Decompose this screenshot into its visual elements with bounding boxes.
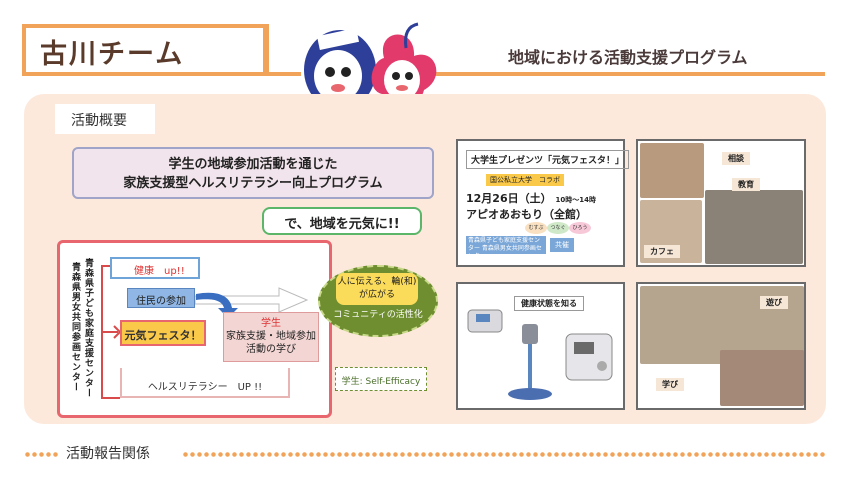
headline-line2: 家族支援型ヘルスリテラシー向上プログラム: [123, 176, 383, 191]
flyer-date-day: 12月26日（土）: [466, 192, 552, 205]
header-line-vertical: [265, 24, 269, 74]
caption-play: 遊び: [760, 296, 788, 309]
caption-consult: 相談: [722, 152, 750, 165]
summary-tab: 活動概要: [55, 104, 155, 134]
flyer-cosponsor: 共催: [550, 238, 574, 252]
student-box: 学生 家族支援・地域参加活動の学び: [223, 312, 319, 362]
org-label-1: 青森県子ども家庭支援センター: [83, 258, 93, 398]
photo-consult-img: [640, 143, 704, 198]
self-efficacy-box: 学生: Self-Efficacy: [335, 367, 427, 391]
headline-box: 学生の地域参加活動を通じた 家族支援型ヘルスリテラシー向上プログラム: [72, 147, 434, 199]
health-devices-illustration: [467, 309, 613, 400]
caption-cafe: カフェ: [644, 245, 680, 258]
photo-education-img: [705, 190, 803, 264]
flyer-circle-1: むすぶ: [525, 222, 547, 234]
flyer-time: 10時～14時: [555, 196, 596, 204]
community-label: コミュニティの活性化: [333, 310, 423, 320]
flyer-venue: アピオあおもり（全館）: [466, 208, 587, 221]
org-label-2: 青森県男女共同参画センター: [70, 262, 80, 392]
headline-line1: 学生の地域参加活動を通じた: [168, 157, 338, 172]
flyer-title: 大学生プレゼンツ「元気フェスタ！」: [466, 150, 630, 169]
flyer-circle-2: つなぐ: [547, 222, 569, 234]
sub-headline: で、地域を元気に!!: [262, 207, 422, 235]
program-title: 地域における活動支援プログラム: [508, 48, 748, 67]
header-line-left: [265, 72, 301, 76]
team-title: 古川チーム: [40, 39, 185, 70]
student-label: 学生: [261, 318, 281, 329]
header-line-right: [430, 72, 825, 76]
flyer-date: 12月26日（土） 10時～14時: [466, 190, 596, 206]
health-up-box: 健康 up!!: [110, 257, 200, 279]
arrow-to-student: [196, 292, 238, 318]
footer-dots-right: [182, 452, 826, 457]
mascot-logo: [304, 22, 437, 128]
arrow-to-community: [195, 287, 309, 313]
team-title-box: [22, 24, 267, 76]
community-inner: 人に伝える、輪(和)が広がる: [336, 273, 418, 305]
flyer-circle-3: ひろう: [569, 222, 591, 234]
caption-study: 学び: [656, 378, 684, 391]
health-literacy-box: ヘルスリテラシー UP !!: [120, 368, 290, 398]
caption-education: 教育: [732, 178, 760, 191]
student-learning: 家族支援・地域参加活動の学び: [226, 331, 316, 355]
caption-health: 健康状態を知る: [514, 296, 584, 311]
photo-study-img: [720, 350, 804, 406]
resident-box: 住民の参加: [127, 288, 195, 308]
footer-dots-left: [24, 452, 60, 457]
flyer-collab: 国公私立大学 コラボ: [486, 174, 564, 186]
flyer-orgs: 青森県子ども家庭支援センター 青森県男女共同参画センター: [466, 236, 546, 260]
report-section-title: 活動報告関係: [66, 446, 150, 462]
genki-festa-box: 元気フェスタ！: [120, 320, 206, 346]
